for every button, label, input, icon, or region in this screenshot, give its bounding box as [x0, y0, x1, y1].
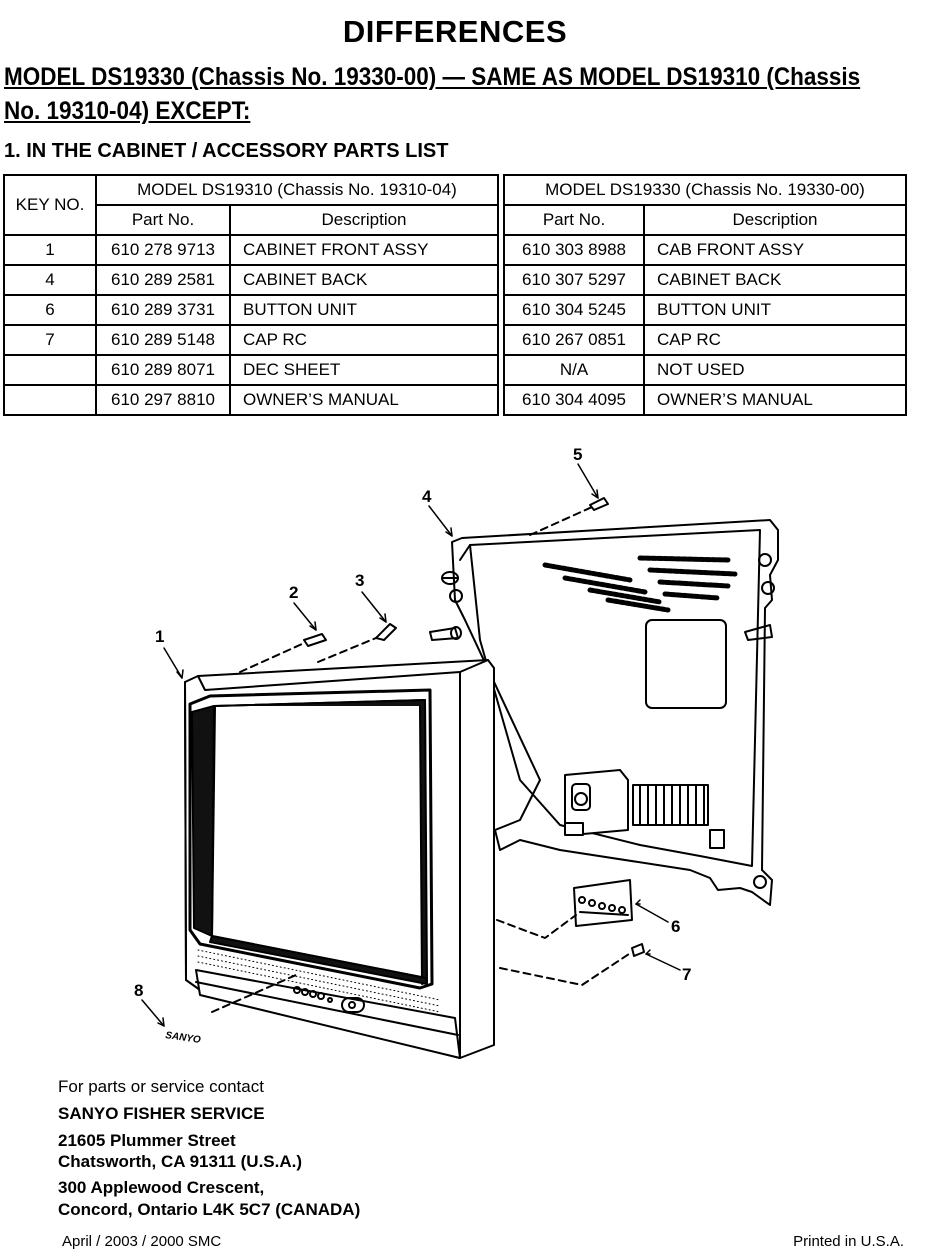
- left-description-header: Description: [229, 204, 499, 236]
- callout-3: 3: [355, 571, 364, 590]
- callout-8: 8: [134, 981, 143, 1000]
- right-part-cell: 610 267 0851: [503, 324, 645, 356]
- button-unit-part-6: [573, 879, 633, 927]
- left-part-cell: 610 297 8810: [95, 384, 231, 416]
- left-desc-cell: CABINET BACK: [229, 264, 499, 296]
- column-divider: [497, 175, 505, 415]
- right-part-cell: N/A: [503, 354, 645, 386]
- left-part-cell: 610 289 5148: [95, 324, 231, 356]
- rear-vents: [632, 784, 709, 826]
- table-row: 6 610 289 3731 BUTTON UNIT 610 304 5245 …: [3, 294, 907, 326]
- key-no-cell: [3, 354, 97, 386]
- right-desc-cell: CAB FRONT ASSY: [643, 234, 907, 266]
- callout-2: 2: [289, 583, 298, 602]
- screw-part-5: [589, 497, 609, 511]
- right-desc-cell: CABINET BACK: [643, 264, 907, 296]
- right-desc-cell: NOT USED: [643, 354, 907, 386]
- left-part-cell: 610 289 2581: [95, 264, 231, 296]
- label-plate: [645, 619, 727, 709]
- left-desc-cell: OWNER’S MANUAL: [229, 384, 499, 416]
- left-model-header: MODEL DS19310 (Chassis No. 19310-04): [95, 174, 499, 206]
- assembly-lines: [211, 506, 633, 1013]
- address-2-line-1: 300 Applewood Crescent,: [58, 1178, 265, 1197]
- screw-part-2: [303, 633, 327, 647]
- callout-1: 1: [155, 627, 164, 646]
- address-1-line-2: Chatsworth, CA 91311 (U.S.A.): [58, 1152, 303, 1171]
- speaker-grille: [197, 949, 441, 1013]
- key-no-header: KEY NO.: [3, 174, 97, 236]
- address-2-line-2: Concord, Ontario L4K 5C7 (CANADA): [58, 1200, 361, 1219]
- section-heading: 1. IN THE CABINET / ACCESSORY PARTS LIST: [4, 140, 449, 162]
- print-date: April / 2003 / 2000 SMC: [62, 1233, 222, 1250]
- cap-rc-part-7: [631, 943, 645, 957]
- callout-4: 4: [422, 487, 432, 506]
- table-row: 4 610 289 2581 CABINET BACK 610 307 5297…: [3, 264, 907, 296]
- right-description-header: Description: [643, 204, 907, 236]
- table-row: 610 289 8071 DEC SHEET N/A NOT USED: [3, 354, 907, 386]
- right-part-cell: 610 304 5245: [503, 294, 645, 326]
- key-no-cell: [3, 384, 97, 416]
- right-part-cell: 610 304 4095: [503, 384, 645, 416]
- model-subtitle: MODEL DS19330 (Chassis No. 19330-00) — S…: [4, 60, 895, 128]
- contact-intro: For parts or service contact: [58, 1077, 264, 1096]
- right-part-cell: 610 303 8988: [503, 234, 645, 266]
- left-desc-cell: CAP RC: [229, 324, 499, 356]
- right-model-header: MODEL DS19330 (Chassis No. 19330-00): [503, 174, 907, 206]
- page-title: DIFFERENCES: [342, 14, 568, 49]
- left-desc-cell: DEC SHEET: [229, 354, 499, 386]
- table-header-row-2: Part No. Description Part No. Descriptio…: [4, 204, 907, 236]
- right-part-cell: 610 307 5297: [503, 264, 645, 296]
- left-part-cell: 610 289 3731: [95, 294, 231, 326]
- callout-numbers: 1 2 3 4 5 6 7 8: [134, 445, 691, 1000]
- sanyo-logo: SANYO: [165, 1030, 202, 1046]
- left-part-cell: 610 278 9713: [95, 234, 231, 266]
- front-controls: [293, 986, 365, 1013]
- key-no-cell: 1: [3, 234, 97, 266]
- table-row: 7 610 289 5148 CAP RC 610 267 0851 CAP R…: [3, 324, 907, 356]
- subtitle-line-1: MODEL DS19330 (Chassis No. 19330-00) — S…: [4, 63, 861, 91]
- right-desc-cell: CAP RC: [643, 324, 907, 356]
- table-header-row-1: KEY NO. MODEL DS19310 (Chassis No. 19310…: [3, 174, 907, 415]
- table-row: 610 297 8810 OWNER’S MANUAL 610 304 4095…: [3, 384, 907, 416]
- callout-5: 5: [573, 445, 582, 464]
- right-desc-cell: OWNER’S MANUAL: [643, 384, 907, 416]
- printed-in: Printed in U.S.A.: [793, 1233, 904, 1250]
- callout-7: 7: [682, 965, 691, 984]
- crt-screen: [211, 699, 427, 979]
- table-row: 1 610 278 9713 CABINET FRONT ASSY 610 30…: [3, 234, 907, 266]
- key-no-cell: 4: [3, 264, 97, 296]
- cabinet-front-illustration: SANYO: [165, 659, 495, 1059]
- subtitle-line-2: No. 19310-04) EXCEPT:: [4, 97, 251, 125]
- key-no-cell: 6: [3, 294, 97, 326]
- clip-part-3: [375, 623, 397, 641]
- left-desc-cell: BUTTON UNIT: [229, 294, 499, 326]
- leader-lines: [141, 463, 681, 1027]
- left-desc-cell: CABINET FRONT ASSY: [229, 234, 499, 266]
- callout-6: 6: [671, 917, 680, 936]
- right-part-no-header: Part No.: [503, 204, 645, 236]
- contact-company: SANYO FISHER SERVICE: [58, 1104, 265, 1123]
- mounting-bosses: [429, 553, 775, 889]
- parts-table: KEY NO. MODEL DS19310 (Chassis No. 19310…: [3, 174, 907, 416]
- vent-slots: [542, 555, 738, 613]
- left-part-no-header: Part No.: [95, 204, 231, 236]
- left-part-cell: 610 289 8071: [95, 354, 231, 386]
- key-no-cell: 7: [3, 324, 97, 356]
- right-desc-cell: BUTTON UNIT: [643, 294, 907, 326]
- address-1-line-1: 21605 Plummer Street: [58, 1131, 236, 1150]
- cabinet-back-illustration: [429, 519, 779, 906]
